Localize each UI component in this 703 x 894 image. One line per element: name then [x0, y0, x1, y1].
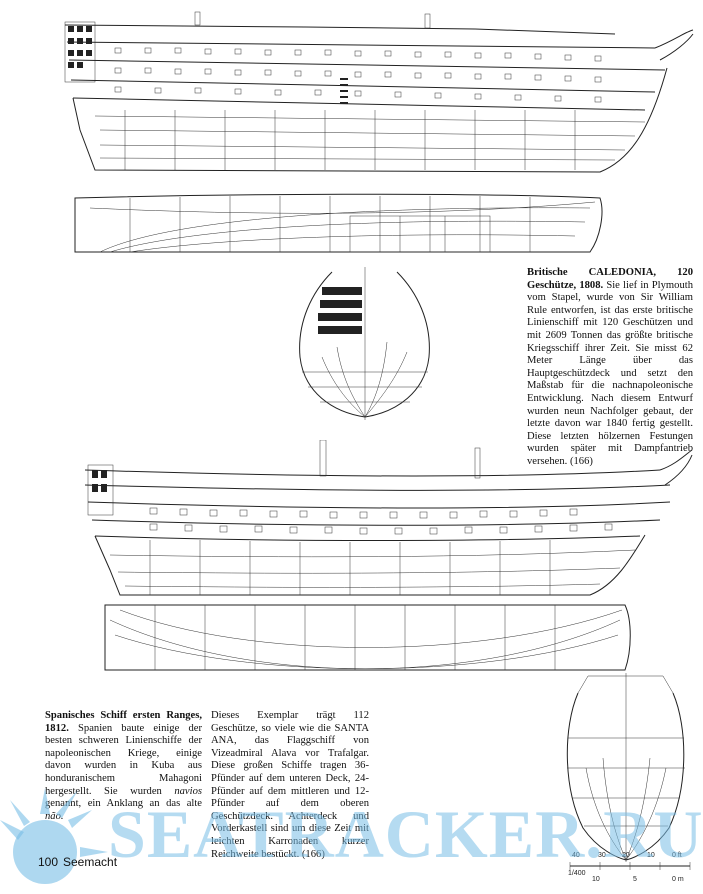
spanish-caption-text-1: Spanien baute einige der besten schweren…: [45, 722, 202, 797]
spanish-caption-column-2: Dieses Exemplar trägt 112 Geschütze, so …: [211, 710, 369, 861]
scale-feet-tick-1: 40: [572, 852, 580, 859]
spanish-caption-text-3: Dieses Exemplar trägt 112 Geschütze, so …: [211, 710, 369, 860]
watermark-text: SEATRACKER.RU: [108, 796, 703, 872]
scale-bar: [569, 862, 691, 870]
scale-feet-tick-5: 0 ft: [672, 852, 682, 859]
section-name: Seemacht: [63, 855, 118, 869]
caledonia-plan-drawing: [74, 193, 603, 253]
caledonia-section-drawing: [299, 267, 430, 420]
page-number: 100: [38, 855, 59, 869]
scale-feet-tick-3: 20: [622, 852, 630, 859]
scale-ratio: 1/400: [568, 870, 586, 877]
scale-feet-tick-2: 30: [598, 852, 606, 859]
spanish-caption-italic-2: não.: [45, 810, 64, 822]
scale-meter-tick-3: 0 m: [672, 876, 684, 883]
caledonia-caption-title: Britische CALEDONIA, 120 Geschütze, 1808…: [527, 267, 693, 291]
spanish-caption-text-2: genannt, ein Anklang an das alte: [45, 798, 202, 810]
scale-meter-tick-2: 5: [633, 876, 637, 883]
caledonia-caption-body: Sie lief in Plymouth vom Stapel, wurde v…: [527, 279, 693, 467]
scale-feet-tick-4: 10: [647, 852, 655, 859]
spanish-ship-plan-drawing: [104, 604, 631, 671]
spanish-caption-title: Spanisches Schiff ersten Ranges, 1812.: [45, 710, 202, 734]
spanish-caption-column-1: Spanisches Schiff ersten Ranges, 1812. S…: [45, 710, 202, 823]
sun-logo-icon: [0, 788, 108, 884]
spanish-ship-section-drawing: [566, 673, 685, 862]
spanish-ship-profile-drawing: [84, 440, 693, 596]
caledonia-profile-drawing: [64, 11, 694, 173]
spanish-caption-italic-1: navios: [174, 785, 202, 797]
caledonia-caption: Britische CALEDONIA, 120 Geschütze, 1808…: [527, 267, 693, 469]
scale-meter-tick-1: 10: [592, 876, 600, 883]
